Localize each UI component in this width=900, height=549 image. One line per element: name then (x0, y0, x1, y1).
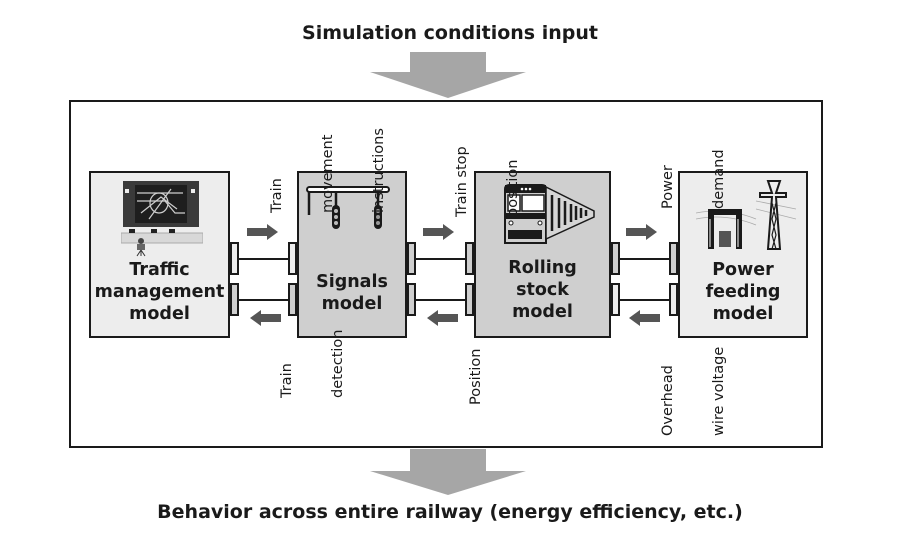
flow-label-train-movement-instructions: Train movement instructions (269, 128, 387, 213)
arrow-left-icon (250, 310, 281, 326)
connector-wire (416, 258, 465, 260)
flow-label-train-detection: Train detection (279, 329, 346, 398)
train-icon (504, 184, 595, 244)
simulation-frame (69, 100, 823, 448)
input-arrow-icon (370, 52, 526, 98)
rolling-model-label-line: model (512, 302, 573, 322)
flow-label-position: Position (468, 348, 484, 405)
port (669, 283, 678, 316)
rolling-model-label-line: Rolling (508, 258, 577, 278)
railway-signal-icon (306, 186, 390, 229)
port (611, 242, 620, 275)
flow-label-power-demand: Power demand (660, 149, 727, 209)
port (288, 283, 297, 316)
connector-wire (416, 299, 465, 301)
connector-wire (239, 258, 288, 260)
port (230, 283, 239, 316)
port (288, 242, 297, 275)
simulation-input-title: Simulation conditions input (302, 22, 598, 44)
port (465, 283, 474, 316)
signals-model-label-line: model (321, 294, 383, 314)
railway-behavior-title: Behavior across entire railway (energy e… (157, 501, 743, 523)
power-model-label-line: Power (712, 260, 774, 280)
traffic-model-label-line: management (94, 282, 225, 302)
power-model-label-line: model (712, 304, 774, 324)
connector-wire (620, 258, 669, 260)
arrow-right-icon (423, 224, 454, 240)
connector-wire (239, 299, 288, 301)
arrow-right-icon (247, 224, 278, 240)
signals-model-label-line: Signals (316, 272, 388, 292)
port (230, 242, 239, 275)
port (669, 242, 678, 275)
substation-pylon-icon (696, 180, 796, 250)
output-arrow-icon (370, 449, 526, 495)
rolling-stock-model-box: Rolling stock model (474, 171, 611, 338)
traffic-model-label-line: model (129, 304, 190, 324)
traffic-model-label-line: Traffic (129, 260, 190, 280)
power-feeding-model-box: Power feeding model (678, 171, 808, 338)
connector-wire (620, 299, 669, 301)
rolling-model-label-line: stock (516, 280, 569, 300)
traffic-control-room-icon (121, 181, 203, 257)
signals-model-box: Signals model (297, 171, 407, 338)
arrow-right-icon (626, 224, 657, 240)
power-model-label-line: feeding (705, 282, 781, 302)
traffic-management-model-box: Traffic management model (89, 171, 230, 338)
flow-label-overhead-wire-voltage: Overhead wire voltage (660, 346, 727, 436)
port (407, 242, 416, 275)
port (611, 283, 620, 316)
flow-label-train-stop-position: Train stop position (454, 146, 521, 217)
arrow-left-icon (629, 310, 660, 326)
port (465, 242, 474, 275)
port (407, 283, 416, 316)
arrow-left-icon (427, 310, 458, 326)
